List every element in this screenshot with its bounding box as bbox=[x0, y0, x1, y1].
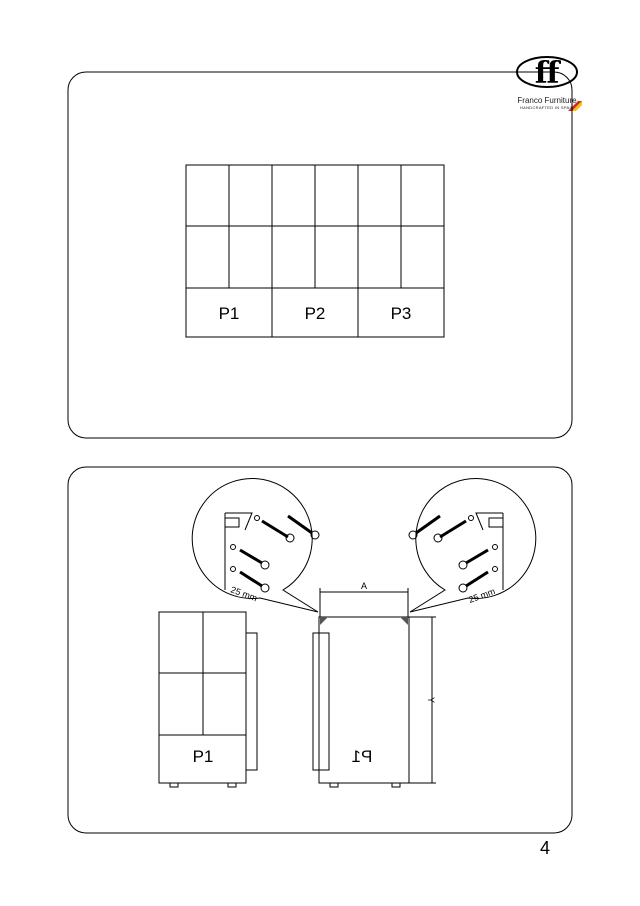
dimension-a-label: A bbox=[361, 581, 367, 591]
logo-tagline: HANDCRAFTED IN SPAIN bbox=[519, 105, 575, 110]
panel-label-p1: P1 bbox=[219, 304, 240, 323]
dimension-y-label: Y bbox=[426, 697, 436, 703]
cabinet-back-view bbox=[312, 616, 410, 788]
detail-callout-right bbox=[408, 478, 537, 613]
ff-monogram-icon: ff bbox=[516, 56, 578, 91]
svg-text:ff: ff bbox=[535, 56, 562, 89]
dimension-y bbox=[409, 616, 436, 784]
cabinet-panel-label: P1 bbox=[193, 747, 214, 766]
panel-label-p3: P3 bbox=[391, 304, 412, 323]
step2-frame bbox=[67, 466, 573, 834]
screw-spacing-label-right: 25 mm bbox=[467, 586, 496, 605]
page-number: 4 bbox=[540, 838, 551, 858]
mirrored-panel-label: P1 bbox=[352, 747, 373, 766]
screw-spacing-label-left: 25 mm bbox=[229, 584, 258, 603]
detail-callout-left bbox=[191, 478, 320, 613]
cabinet-front-view bbox=[158, 611, 258, 788]
dimension-a bbox=[319, 588, 409, 617]
panel-label-p2: P2 bbox=[305, 304, 326, 323]
front-grid-diagram bbox=[185, 164, 445, 338]
logo-brand: Franco Furniture bbox=[517, 96, 577, 105]
step1-frame bbox=[67, 71, 573, 439]
franco-furniture-logo: ff Franco Furniture HANDCRAFTED IN SPAIN bbox=[512, 55, 582, 115]
